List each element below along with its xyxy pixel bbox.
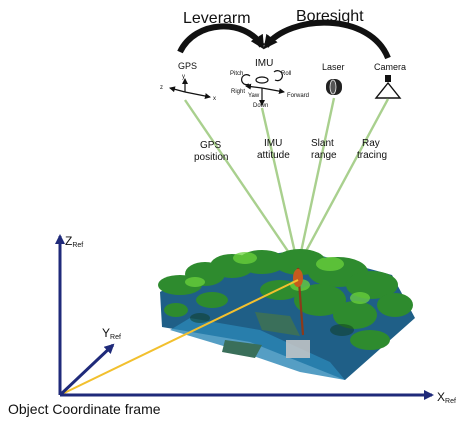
boresight-label: Boresight bbox=[296, 8, 364, 25]
imu-yaw-label: Yaw bbox=[248, 93, 260, 99]
imu-sensor-label: IMU bbox=[255, 58, 273, 69]
target-point bbox=[293, 269, 303, 287]
origin-vector bbox=[59, 279, 299, 396]
ray-tracing-label: Ray tracing bbox=[357, 138, 387, 161]
sensor-rays bbox=[184, 97, 390, 267]
z-axis-label: ZRef bbox=[65, 234, 83, 249]
point-cloud bbox=[158, 249, 415, 380]
leverarm-label: Leverarm bbox=[183, 10, 251, 27]
object-frame-axes bbox=[55, 234, 434, 400]
camera-sensor-label: Camera bbox=[374, 62, 406, 72]
imu-forward-label: Forward bbox=[287, 93, 309, 99]
gps-sensor-label: GPS bbox=[178, 61, 197, 71]
laser-icon bbox=[326, 79, 342, 95]
gps-axis-z: z bbox=[160, 85, 163, 91]
slant-range-label: Slant range bbox=[311, 138, 337, 161]
laser-sensor-label: Laser bbox=[322, 62, 345, 72]
x-axis-label: XRef bbox=[437, 390, 456, 405]
gps-position-label: GPS position bbox=[194, 140, 228, 163]
leverarm-arrow bbox=[177, 23, 265, 54]
imu-pitch-label: Pitch bbox=[230, 71, 243, 77]
gps-axis-y: y bbox=[182, 74, 185, 80]
gps-axes-icon bbox=[169, 78, 211, 99]
imu-attitude-label: IMU attitude bbox=[257, 138, 290, 161]
imu-roll-label: Roll bbox=[281, 71, 291, 77]
frame-caption: Object Coordinate frame bbox=[8, 401, 161, 417]
imu-right-label: Right bbox=[231, 89, 245, 95]
gps-axis-x: x bbox=[213, 96, 216, 102]
boresight-arrow bbox=[263, 19, 391, 60]
imu-axes-icon bbox=[241, 70, 285, 106]
imu-down-label: Down bbox=[253, 103, 268, 109]
camera-icon bbox=[374, 75, 402, 99]
y-axis-label: YRef bbox=[102, 326, 121, 341]
